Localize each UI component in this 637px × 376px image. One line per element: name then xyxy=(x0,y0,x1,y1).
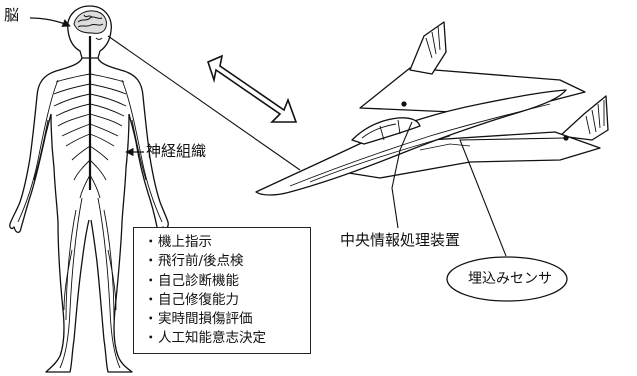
central-processor-label: 中央情報処理装置 xyxy=(340,231,461,249)
embedded-sensor-label: 埋込みセンサ xyxy=(468,271,552,287)
brain-icon xyxy=(73,10,107,34)
processor-pointer-line xyxy=(391,121,413,229)
human-head xyxy=(67,5,112,59)
function-item: ・飛行前/後点検 xyxy=(144,252,310,271)
function-item: ・人工知能意志決定 xyxy=(144,329,310,348)
brain-label: 脳 xyxy=(4,6,20,24)
cockpit-canopy xyxy=(351,117,421,145)
brain-to-processor-line xyxy=(107,35,301,171)
sensor-label-ellipse xyxy=(446,256,568,302)
bullet-icon: ・ xyxy=(144,291,158,308)
bullet-icon: ・ xyxy=(144,330,158,347)
function-item: ・自己診断機能 xyxy=(144,272,310,291)
function-list: ・機上指示 ・飛行前/後点検 ・自己診断機能 ・自己修復能力 ・実時間損傷評価 … xyxy=(144,233,310,349)
brain-pointer-arrow xyxy=(29,17,71,27)
tail-fin-right xyxy=(559,95,609,141)
bullet-icon: ・ xyxy=(144,311,158,328)
nerve-tissue-label: 神経組織 xyxy=(146,142,207,160)
bullet-icon: ・ xyxy=(144,253,158,270)
bullet-icon: ・ xyxy=(144,272,158,289)
sensor-pointer-line xyxy=(459,137,567,257)
bullet-icon: ・ xyxy=(144,234,158,250)
aircraft-illustration xyxy=(255,21,609,196)
human-nervous-system-figure xyxy=(9,5,169,373)
tail-fin-left xyxy=(409,21,447,75)
function-item: ・自己修復能力 xyxy=(144,291,310,310)
function-item: ・実時間損傷評価 xyxy=(144,310,310,329)
function-item: ・機上指示 xyxy=(144,233,310,252)
double-arrow-icon xyxy=(207,54,298,123)
nerve-network xyxy=(17,73,163,369)
function-list-box: ・機上指示 ・飛行前/後点検 ・自己診断機能 ・自己修復能力 ・実時間損傷評価 … xyxy=(133,227,311,354)
